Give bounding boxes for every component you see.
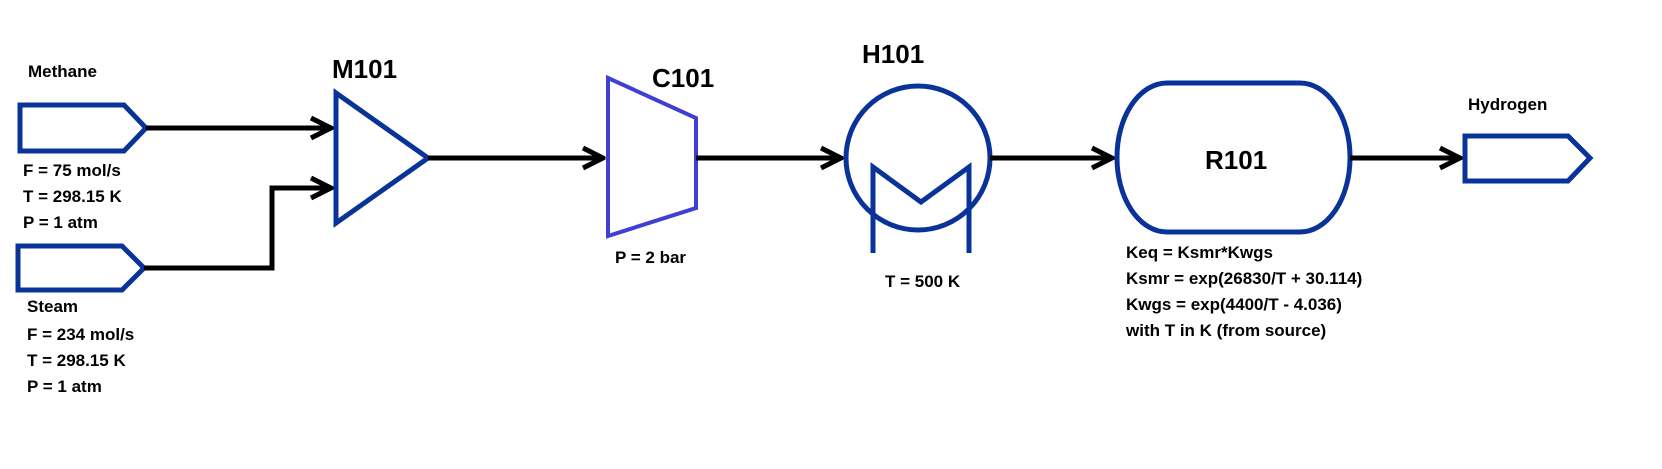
steam-stream-name: Steam <box>27 297 79 316</box>
methane-pressure-value: P = 1 atm <box>23 213 98 232</box>
hydrogen-product-symbol <box>1462 133 1594 184</box>
heater-h101-coil <box>870 162 972 253</box>
reactor-ksmr-expression: Ksmr = exp(26830/T + 30.114) <box>1126 269 1363 288</box>
compressor-c101-spec: P = 2 bar <box>615 248 687 267</box>
mixer-m101-tag: M101 <box>332 54 398 84</box>
steam-feed-symbol <box>15 243 148 293</box>
heater-h101-tag: H101 <box>862 39 925 69</box>
reactor-r101-tag: R101 <box>1205 145 1268 175</box>
steam-flow-value: F = 234 mol/s <box>27 325 135 344</box>
methane-stream-properties: F = 75 mol/s T = 298.15 K P = 1 atm <box>23 158 122 236</box>
reactor-equilibrium-expression: Keq = Ksmr*Kwgs <box>1126 243 1273 262</box>
steam-stream-properties: F = 234 mol/s T = 298.15 K P = 1 atm <box>27 322 134 400</box>
stream-line-steam-to-mixer <box>144 188 331 271</box>
methane-stream-name: Methane <box>28 62 97 81</box>
steam-pressure-value: P = 1 atm <box>27 377 102 396</box>
compressor-c101-tag: C101 <box>652 63 715 93</box>
reactor-r101-equations: Keq = Ksmr*Kwgs Ksmr = exp(26830/T + 30.… <box>1126 240 1362 344</box>
methane-temperature-value: T = 298.15 K <box>23 187 122 206</box>
methane-flow-value: F = 75 mol/s <box>23 161 121 180</box>
mixer-m101-symbol <box>333 88 433 228</box>
reactor-kwgs-expression: Kwgs = exp(4400/T - 4.036) <box>1126 295 1342 314</box>
compressor-c101-symbol <box>606 74 698 239</box>
steam-temperature-value: T = 298.15 K <box>27 351 126 370</box>
heater-h101-spec: T = 500 K <box>885 272 961 291</box>
methane-feed-symbol <box>17 102 150 154</box>
hydrogen-stream-name: Hydrogen <box>1468 95 1548 114</box>
reactor-temperature-note: with T in K (from source) <box>1126 321 1327 340</box>
